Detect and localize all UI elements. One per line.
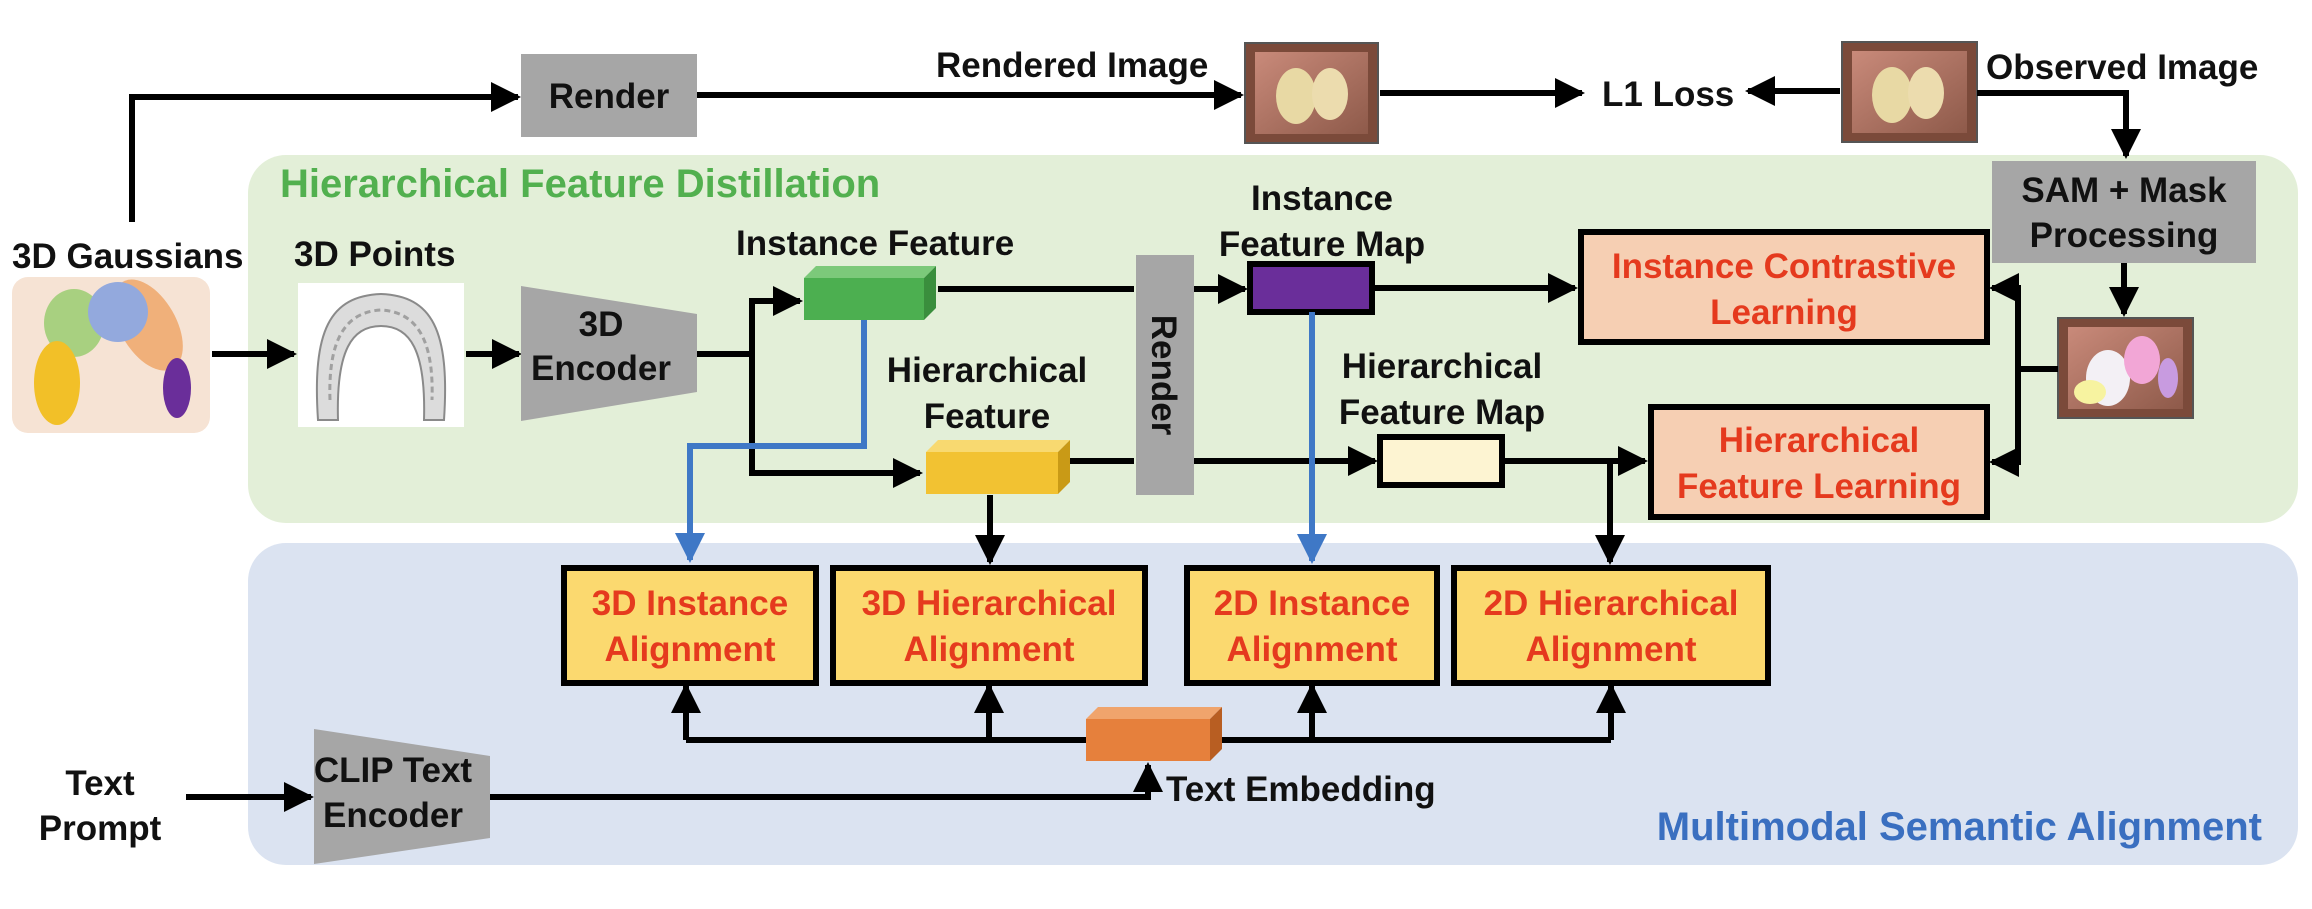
text-embedding-label: Text Embedding <box>1166 770 1436 809</box>
rendered-image-thumbnail <box>1244 42 1379 144</box>
align-2d-instance-2: Alignment <box>1226 630 1397 669</box>
clip-label-1: CLIP Text <box>314 751 473 790</box>
points-label: 3D Points <box>294 235 455 274</box>
gaussians-label: 3D Gaussians <box>12 237 244 276</box>
align-2d-hier-2: Alignment <box>1525 630 1696 669</box>
instance-map-label-2: Feature Map <box>1219 225 1425 264</box>
rendered-image-label: Rendered Image <box>936 46 1208 85</box>
alignment-3d-instance-box <box>561 565 819 686</box>
arrow-mask-contrastive <box>1989 273 2021 369</box>
text-prompt-label-1: Text <box>65 764 135 803</box>
align-3d-instance-1: 3D Instance <box>592 584 788 623</box>
render-side-block <box>1136 255 1194 495</box>
render-side-label: Render <box>1144 315 1183 436</box>
encoder-label-1: 3D <box>579 305 624 344</box>
text-embedding-cube <box>1086 707 1222 761</box>
arrow-observed-sam <box>1977 90 2141 159</box>
msa-title: Multimodal Semantic Alignment <box>1657 805 2262 849</box>
align-3d-hier-1: 3D Hierarchical <box>862 584 1117 623</box>
hier-learning-label-1: Hierarchical <box>1719 421 1919 460</box>
hier-feature-label-2: Feature <box>924 397 1050 436</box>
blue-arrow-instance-feature-3d-align <box>675 320 867 563</box>
hier-map-label-2: Feature Map <box>1339 393 1545 432</box>
contrastive-label-2: Learning <box>1710 293 1858 332</box>
instance-contrastive-learning-box <box>1578 229 1990 345</box>
observed-image-thumbnail <box>1841 41 1978 143</box>
text-prompt-label-2: Prompt <box>39 809 162 848</box>
render-top-block <box>521 54 697 137</box>
arrow-gaussians-render <box>129 82 521 222</box>
l1-loss-label: L1 Loss <box>1602 75 1734 114</box>
alignment-3d-hierarchical-box <box>830 565 1148 686</box>
clip-text-encoder-block <box>314 729 490 864</box>
encoder-label-2: Encoder <box>531 349 671 388</box>
instance-map-label-1: Instance <box>1251 179 1393 218</box>
arrow-clip-embedding <box>490 762 1163 800</box>
hierarchical-feature-map <box>1377 434 1505 488</box>
arrow-encoder-instance-feature <box>749 286 803 354</box>
encoder-3d-block <box>521 286 697 421</box>
contrastive-label-1: Instance Contrastive <box>1612 247 1956 286</box>
sam-mask-processing-block <box>1992 161 2256 263</box>
dental-points-image <box>298 283 464 427</box>
hierarchical-feature-cube <box>926 440 1070 494</box>
instance-feature-map <box>1247 261 1375 315</box>
clip-label-2: Encoder <box>323 796 463 835</box>
align-3d-hier-2: Alignment <box>903 630 1074 669</box>
hfd-title: Hierarchical Feature Distillation <box>280 162 880 206</box>
sam-label-2: Processing <box>2030 216 2219 255</box>
render-top-label: Render <box>549 77 670 116</box>
hier-map-label-1: Hierarchical <box>1342 347 1542 386</box>
arrow-mask-hier <box>1989 369 2021 477</box>
align-2d-instance-1: 2D Instance <box>1214 584 1410 623</box>
mask-image-thumbnail <box>2057 317 2194 419</box>
align-3d-instance-2: Alignment <box>604 630 775 669</box>
hier-feature-label-1: Hierarchical <box>887 351 1087 390</box>
arrow-encoder-hier-feature <box>749 354 923 488</box>
sam-label-1: SAM + Mask <box>2021 171 2227 210</box>
instance-feature-label: Instance Feature <box>736 224 1014 263</box>
gaussians-icon <box>12 277 210 433</box>
align-2d-hier-1: 2D Hierarchical <box>1484 584 1739 623</box>
observed-image-label: Observed Image <box>1986 48 2258 87</box>
hierarchical-feature-learning-box <box>1648 404 1990 520</box>
instance-feature-cube <box>804 266 936 320</box>
hier-learning-label-2: Feature Learning <box>1677 467 1961 506</box>
